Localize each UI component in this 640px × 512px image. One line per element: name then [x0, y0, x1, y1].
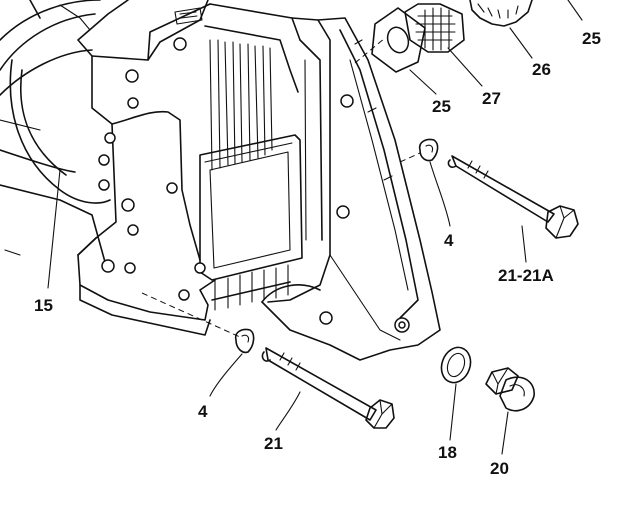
leader-4-left	[209, 353, 243, 397]
leader-25-mid	[409, 69, 437, 95]
callout-25-mid: 25	[432, 97, 451, 116]
callout-15: 15	[34, 296, 53, 315]
callout-27: 27	[482, 89, 501, 108]
leader-lines	[47, 0, 583, 455]
leader-20	[501, 411, 509, 455]
leader-25-top	[567, 0, 583, 21]
leader-21-21a	[521, 225, 527, 263]
part-26-gear	[469, 0, 533, 27]
callout-26: 26	[532, 60, 551, 79]
leader-15	[47, 169, 61, 289]
callout-18: 18	[438, 443, 457, 462]
leader-4-right	[429, 161, 451, 227]
part-4-washer-right	[418, 138, 439, 162]
side-cover-plate	[261, 17, 441, 361]
part-27-bearing	[404, 3, 465, 53]
part-20-drain-plug	[485, 367, 535, 412]
part-18-seal-ring	[440, 346, 472, 384]
callout-labels: 25 26 27 25 4 21-21A 15 4 21 18 20	[34, 29, 601, 478]
gearbox-housing	[77, 0, 331, 336]
callout-21-21a: 21-21A	[498, 266, 554, 285]
callout-21: 21	[264, 434, 283, 453]
part-21-bolt-lower	[261, 347, 395, 429]
part-21-21a-bolt-upper	[447, 155, 579, 239]
leader-27	[447, 47, 483, 87]
callout-4-right: 4	[444, 231, 454, 250]
leader-18	[449, 383, 457, 441]
leader-26	[509, 27, 533, 59]
callout-20: 20	[490, 459, 509, 478]
part-25-gasket	[371, 7, 426, 73]
callout-25-top: 25	[582, 29, 601, 48]
part-4-washer-left	[234, 328, 255, 354]
part-15-housing-ring	[0, 0, 111, 263]
callout-4-left: 4	[198, 402, 208, 421]
assembly-guides	[141, 37, 421, 338]
leader-21	[275, 391, 301, 431]
